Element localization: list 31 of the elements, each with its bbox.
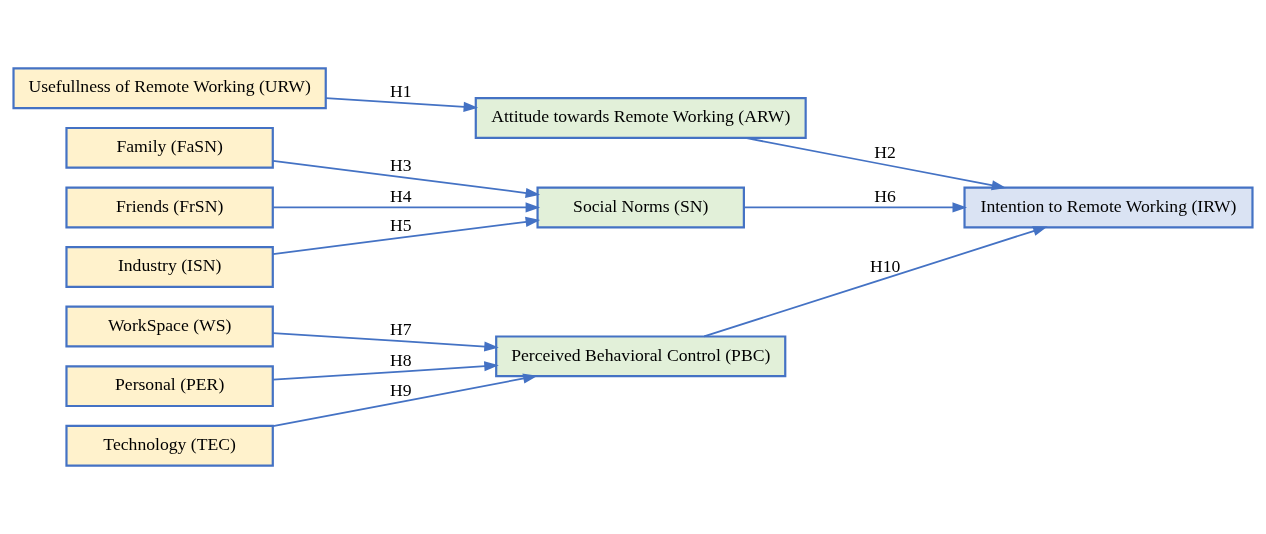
node-box: Industry (ISN): [65, 246, 274, 288]
arrow: [272, 159, 541, 198]
arrow: [703, 226, 1048, 338]
node-box: Family (FaSN): [65, 126, 274, 169]
arrow: [744, 137, 1007, 191]
arrow: [272, 373, 538, 428]
arrow: [272, 332, 499, 352]
node-box: Usefullness of Remote Working (URW): [12, 67, 327, 110]
edge-label: H4: [389, 185, 412, 206]
edge-label: H6: [874, 185, 896, 206]
edge-label: H8: [389, 350, 412, 371]
node-box: Social Norms (SN): [536, 186, 745, 229]
node-box: Intention to Remote Working (IRW): [963, 186, 1254, 229]
node-box: Personal (PER): [65, 365, 274, 408]
edge-label: H1: [389, 80, 412, 101]
edge-label: H3: [389, 154, 412, 175]
arrow: [272, 202, 541, 213]
node-box: Friends (FrSN): [65, 186, 274, 229]
node-box: Technology (TEC): [65, 424, 274, 467]
arrow: [325, 97, 479, 112]
arrow: [272, 361, 499, 381]
edge-label: H7: [389, 319, 412, 340]
node-box: Perceived Behavioral Control (PBC): [495, 335, 787, 378]
arrow: [272, 216, 541, 255]
edge-label: H5: [389, 215, 412, 236]
node-box: WorkSpace (WS): [65, 305, 274, 348]
node-box: Attitude towards Remote Working (ARW): [474, 97, 807, 140]
edge-label: H10: [869, 256, 901, 277]
edge-label: H2: [874, 141, 896, 162]
arrow: [743, 202, 968, 213]
edge-label: H9: [389, 379, 412, 400]
